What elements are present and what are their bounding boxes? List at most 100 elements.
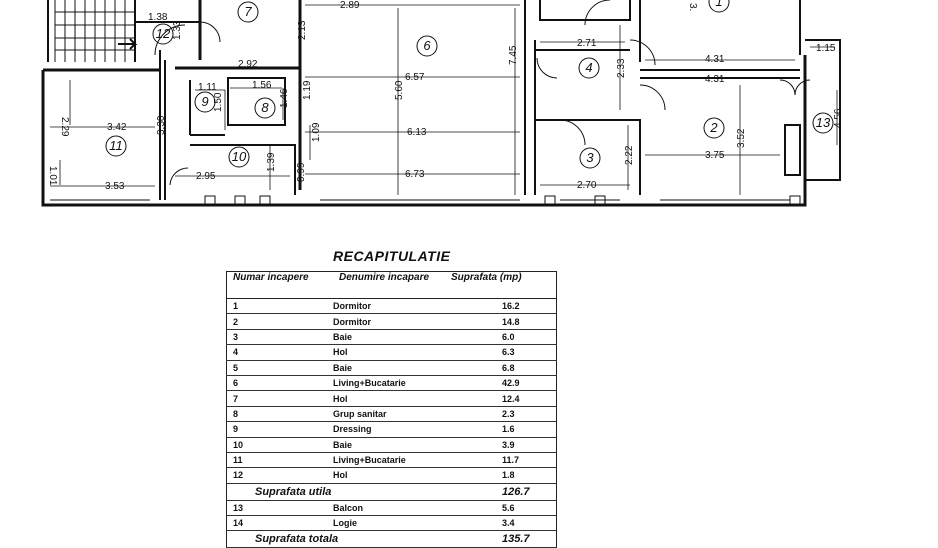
room-name-cell: Baie [333,360,445,376]
floor-plan: 7 12 6 4 1 2 3 13 9 8 10 11 1.38 1.33 2.… [41,0,844,207]
room-area-cell: 11.7 [445,452,557,469]
wall-right [799,0,841,181]
total-row-label: Suprafata totala [226,530,445,548]
room-name-cell: Logie [333,515,445,532]
room-number-7: 7 [244,4,252,19]
room-name-cell: Balcon [333,500,445,517]
dim-label: 1.56 [252,80,272,91]
wall-radiator [784,124,801,176]
door-arc-10 [169,167,189,186]
room-number-cell: 14 [226,515,333,532]
room-circles [105,0,834,169]
dim-label: 1.15 [816,43,836,54]
room-area-cell: 42.9 [445,375,557,392]
header-denumire: Denumire incapare [333,271,445,299]
room-number-3: 3 [586,150,594,165]
wall-hall4 [535,49,641,195]
dim-label: 1.39 [266,152,277,172]
dimension-labels: 1.38 1.33 2.89 2.13 7.45 2.71 2.33 4.31 … [47,0,844,192]
room-area-cell: 1.6 [445,421,557,438]
dim-label: 1.33 [172,20,183,40]
dim-label: 5.60 [394,80,405,100]
dim-label: 3. [687,3,698,11]
door-arc-4b [629,39,656,66]
dim-label: 3.75 [705,150,725,161]
dim-label: 3.53 [105,181,125,192]
dim-label: 4.31 [705,54,725,65]
dim-label: 2.70 [577,180,597,191]
room-name-cell: Living+Bucatarie [333,452,445,469]
room-number-cell: 11 [226,452,333,469]
dim-label: 6.57 [405,72,425,83]
dim-label: 1.01 [47,166,58,186]
dim-label: 1.19 [302,80,313,100]
room-number-8: 8 [261,100,269,115]
room-area-cell: 3.4 [445,515,557,532]
recap-table: Numar incapere Denumire incapare Suprafa… [226,271,557,548]
room-number-cell: 4 [226,344,333,361]
dim-label: 1.46 [279,88,290,108]
room-number-cell: 5 [226,360,333,376]
room-number-cell: 13 [226,500,333,517]
room-number-cell: 3 [226,329,333,346]
room-number-cell: 10 [226,437,333,453]
room-area-cell: 6.3 [445,344,557,361]
room-name-cell: Living+Bucatarie [333,375,445,392]
dim-label: 1.50 [213,92,224,112]
wall-living-right [524,0,536,195]
room-number-cell: 6 [226,375,333,392]
room-name-cell: Grup sanitar [333,406,445,423]
room-area-cell: 12.4 [445,390,557,407]
dim-label: 3.52 [736,128,747,148]
total-row-value: 135.7 [445,530,557,548]
room-number-cell: 7 [226,390,333,407]
dim-label: 6.73 [405,169,425,180]
room-number-cell: 9 [226,421,333,438]
room-number-12: 12 [156,26,171,41]
door-arc-4a [584,0,611,26]
windows [50,195,801,206]
room-number-1: 1 [715,0,722,9]
dim-label: 4.56 [833,108,844,128]
room-area-cell: 14.8 [445,313,557,330]
dim-label: 0.99 [296,162,307,182]
room-area-cell: 1.8 [445,467,557,484]
room-area-cell: 3.9 [445,437,557,453]
dimension-lines [50,4,838,195]
dim-label: 4.31 [705,74,725,85]
room-name-cell: Baie [333,437,445,453]
subtotal-row-label: Suprafata utila [226,483,445,501]
wall-10 [190,144,296,195]
room-number-9: 9 [201,94,208,109]
dim-label: 2.22 [624,145,635,165]
door-arc-2 [639,84,666,111]
room-name-cell: Hol [333,344,445,361]
room-number-cell: 2 [226,313,333,330]
room-number-4: 4 [585,60,592,75]
room-name-cell: Dressing [333,421,445,438]
dim-label: 2.71 [577,38,597,49]
stair-steps [54,0,135,62]
dim-label: 2.33 [616,58,627,78]
room-name-cell: Baie [333,329,445,346]
dim-label: 3.42 [107,122,127,133]
door-arc-5 [536,57,558,79]
room-numbers: 7 12 6 4 1 2 3 13 9 8 10 11 [109,0,831,165]
room-area-cell: 16.2 [445,298,557,315]
dim-label: 2.13 [297,20,308,40]
door-arc-12 [154,24,186,56]
